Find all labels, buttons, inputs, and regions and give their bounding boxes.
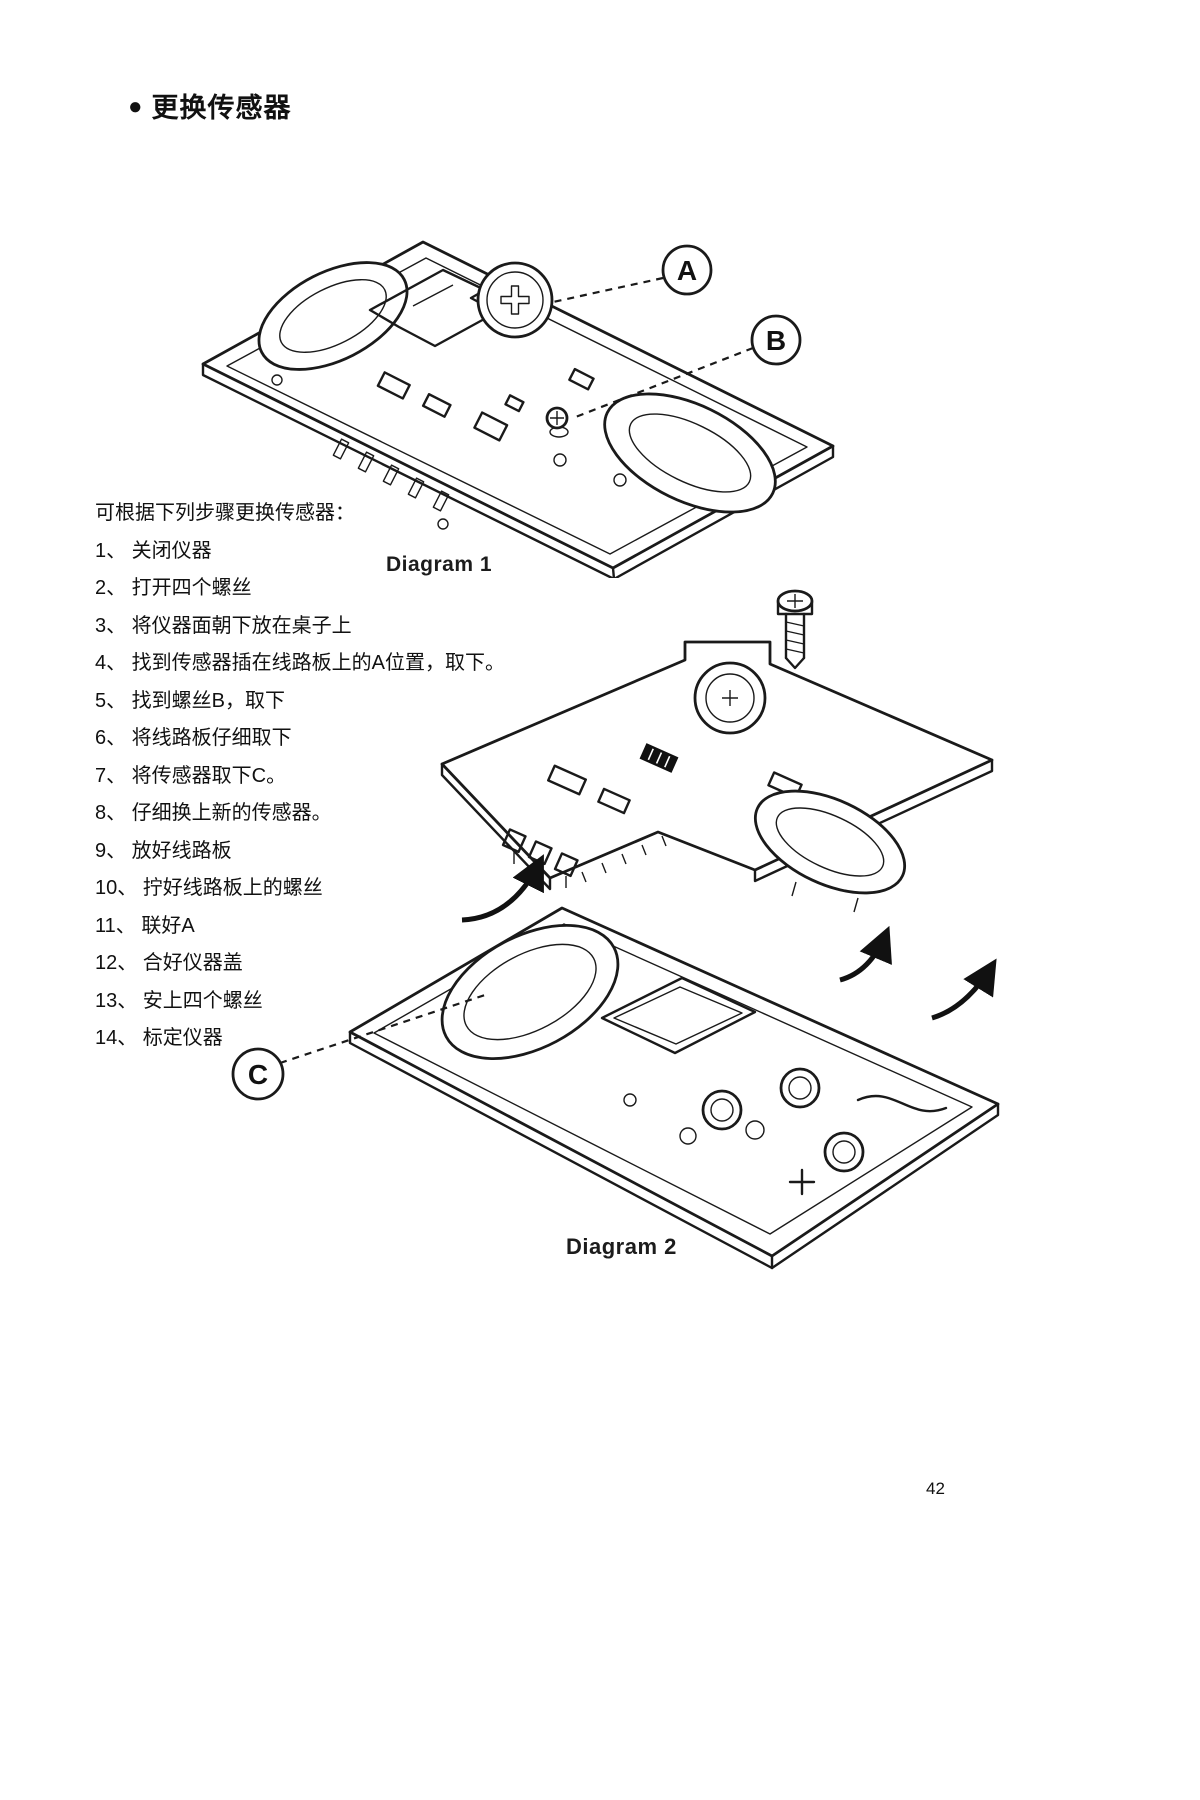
page-number: 42 xyxy=(926,1479,945,1498)
callout-c-label: C xyxy=(248,1059,268,1090)
step-item: 6、 将线路板仔细取下 xyxy=(95,727,292,750)
assembly-arrows xyxy=(461,854,997,1021)
case-sensor-dome xyxy=(440,924,620,1060)
callout-a-label: A xyxy=(677,255,697,286)
callout-b-label: B xyxy=(766,325,786,356)
arrow-up-left xyxy=(461,854,544,923)
device-bottom-case xyxy=(348,906,1000,1270)
connector-teeth xyxy=(332,438,450,512)
diagram-1-figure: A B xyxy=(185,228,845,578)
instructions-intro: 可根据下列步骤更换传感器： xyxy=(95,502,355,525)
right-sensor-dome xyxy=(603,392,777,514)
callout-b: B xyxy=(572,314,802,420)
step-item: 13、 安上四个螺丝 xyxy=(95,989,263,1012)
section-title-text: 更换传感器 xyxy=(151,93,292,123)
screw-cross-marker xyxy=(788,1168,816,1196)
step-item: 2、 打开四个螺丝 xyxy=(95,577,252,600)
wire xyxy=(856,1094,948,1113)
display-frame xyxy=(600,976,757,1055)
step-item: 8、 仔细换上新的传感器。 xyxy=(95,802,332,825)
instruction-list: 可根据下列步骤更换传感器： 1、 关闭仪器 2、 打开四个螺丝 3、 将仪器面朝… xyxy=(95,492,565,1055)
left-sensor-dome xyxy=(257,261,409,371)
step-item: 12、 合好仪器盖 xyxy=(95,952,243,975)
screw-b xyxy=(545,406,569,438)
callout-c: C xyxy=(231,992,489,1101)
step-item: 5、 找到螺丝B，取下 xyxy=(95,689,286,712)
diagram-2-figure: C xyxy=(210,580,1010,1280)
screw-a-head xyxy=(476,261,554,339)
step-item: 7、 将传感器取下C。 xyxy=(95,764,287,787)
circuit-board xyxy=(440,640,994,913)
arrow-up-right xyxy=(931,958,997,1021)
step-item: 14、 标定仪器 xyxy=(95,1027,223,1050)
diagram-2-caption: Diagram 2 xyxy=(566,1234,677,1259)
step-item: 3、 将仪器面朝下放在桌子上 xyxy=(95,614,352,637)
step-item: 4、 找到传感器插在线路板上的A位置，取下。 xyxy=(95,652,506,675)
step-item: 10、 拧好线路板上的螺丝 xyxy=(95,877,323,900)
board-components xyxy=(271,367,627,530)
screw-icon xyxy=(776,589,814,670)
step-item: 9、 放好线路板 xyxy=(95,839,232,862)
step-item: 1、 关闭仪器 xyxy=(95,539,212,562)
screw-grommet xyxy=(693,661,767,735)
step-item: 11、 联好A xyxy=(95,914,195,937)
callout-a: A xyxy=(552,244,713,304)
section-title: ● 更换传感器 xyxy=(128,86,292,125)
diagram-1-drawing: A B xyxy=(201,240,835,578)
sensor-connector xyxy=(639,743,679,773)
diagram-1-caption: Diagram 1 xyxy=(386,553,493,576)
bullet-icon: ● xyxy=(128,92,144,120)
board-sensor-dome xyxy=(753,789,907,895)
arrow-up-middle xyxy=(839,925,892,983)
diagram-2-drawing: C xyxy=(231,589,1000,1270)
mounting-posts xyxy=(623,1067,865,1173)
